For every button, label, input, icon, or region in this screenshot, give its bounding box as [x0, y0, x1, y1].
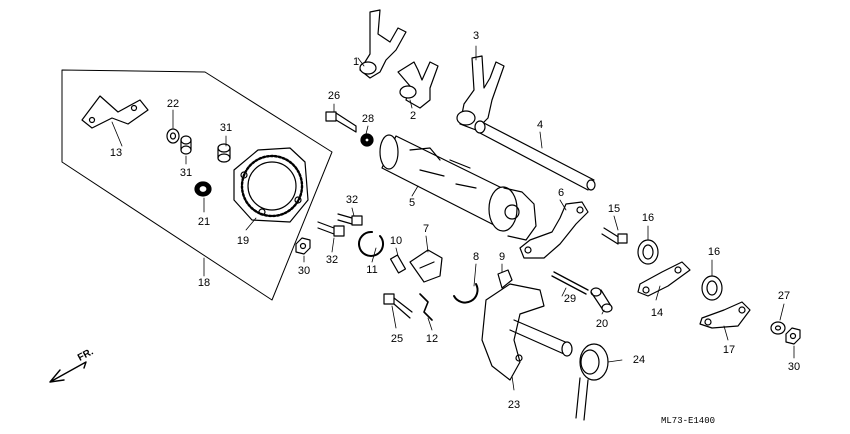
part-9: [497, 269, 513, 289]
circlip-11: [358, 230, 385, 257]
callout-7: 7: [422, 223, 430, 235]
spring-16b: [701, 275, 723, 301]
callout-32b: 32: [325, 254, 339, 266]
bolt-25: [383, 293, 413, 319]
nut-30a: [295, 237, 311, 255]
plate-6: [519, 201, 589, 259]
callout-30a: 30: [297, 265, 311, 277]
callout-4: 4: [536, 119, 544, 131]
bolt-26: [325, 111, 357, 133]
pin-10: [389, 254, 407, 274]
callout-31a: 31: [179, 167, 193, 179]
callout-3: 3: [472, 30, 480, 42]
grommet-21: [194, 181, 212, 197]
callout-11: 11: [366, 264, 378, 276]
bracket-13: [81, 95, 149, 129]
bolt-32b: [317, 221, 345, 237]
callout-27: 27: [777, 290, 791, 302]
callout-21: 21: [197, 216, 211, 228]
callout-23: 23: [507, 399, 521, 411]
collar-20: [590, 287, 613, 313]
callout-1: 1: [352, 56, 360, 68]
callout-18: 18: [197, 277, 211, 289]
callout-2: 2: [409, 110, 417, 122]
callout-28: 28: [361, 113, 375, 125]
collar-31a: [180, 135, 192, 155]
callout-26: 26: [327, 90, 341, 102]
callout-5: 5: [408, 197, 416, 209]
callout-20: 20: [595, 318, 609, 330]
spring-16a: [637, 239, 659, 265]
leader-lines: [111, 45, 795, 391]
gasket-19: [233, 147, 309, 223]
callout-10: 10: [389, 235, 403, 247]
arm-14: [637, 261, 691, 297]
washer-22: [166, 128, 180, 144]
fork-3: [456, 55, 505, 131]
callout-19: 19: [236, 235, 250, 247]
shift-drum-5: [379, 134, 537, 241]
callout-16a: 16: [641, 212, 655, 224]
clip-8: [453, 283, 479, 304]
fork-2: [397, 61, 439, 109]
callout-15: 15: [607, 203, 621, 215]
callout-32a: 32: [345, 194, 359, 206]
callout-9: 9: [498, 251, 506, 263]
shaft-4: [474, 120, 596, 191]
bolt-32a: [337, 213, 363, 226]
washer-27: [770, 321, 786, 335]
callout-12: 12: [425, 333, 439, 345]
callout-17: 17: [722, 344, 736, 356]
diagram-code: ML73-E1400: [661, 416, 716, 426]
fork-1: [359, 9, 407, 79]
arm-17: [699, 301, 751, 329]
nut-30b: [785, 327, 801, 345]
front-arrow: [49, 361, 87, 383]
drum-center-7: [409, 249, 443, 283]
callout-13: 13: [109, 147, 123, 159]
pin-29: [551, 271, 589, 295]
callout-29: 29: [563, 293, 577, 305]
spring-12: [419, 293, 433, 321]
callout-24: 24: [632, 354, 646, 366]
spring-24: [575, 343, 609, 421]
shift-arm-23: [481, 283, 573, 381]
callout-30b: 30: [787, 361, 801, 373]
callout-8: 8: [472, 251, 480, 263]
collar-31b: [217, 143, 231, 163]
bolt-15: [601, 227, 628, 245]
callout-22: 22: [166, 98, 180, 110]
group-outline-18: [61, 69, 333, 301]
callout-16b: 16: [707, 246, 721, 258]
callout-14: 14: [650, 307, 664, 319]
callout-25: 25: [390, 333, 404, 345]
callout-6: 6: [557, 187, 565, 199]
callout-31b: 31: [219, 122, 233, 134]
